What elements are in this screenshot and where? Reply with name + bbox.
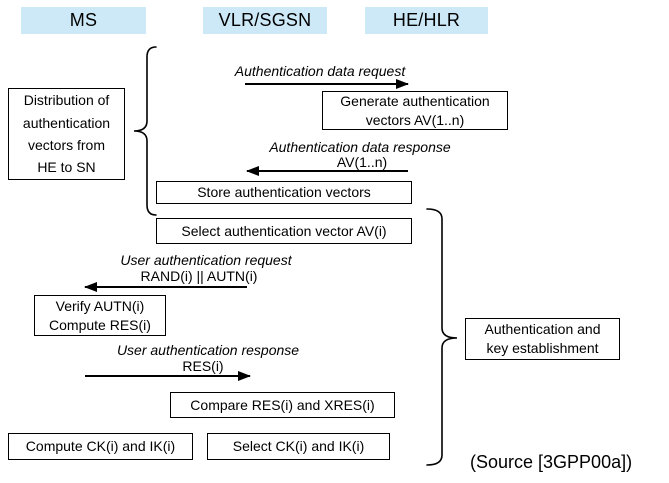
user-auth-request-param: RAND(i) || AUTN(i) [140, 268, 258, 284]
user-auth-request-label: User authentication request [120, 252, 292, 268]
auth-data-response-arrow [246, 165, 408, 176]
source-citation: (Source [3GPP00a]) [470, 452, 633, 472]
lane-header-vlr-sgsn: VLR/SGSN [203, 7, 327, 34]
compare-res-box: Compare RES(i) and XRES(i) [170, 392, 395, 418]
arrowhead-left-icon [246, 165, 259, 176]
user-auth-request-arrow [84, 281, 247, 292]
user-auth-response-arrow [85, 370, 251, 381]
arrowhead-right-icon [238, 370, 251, 381]
auth-data-response-param: AV(1..n) [336, 154, 388, 170]
user-auth-response-label: User authentication response [116, 342, 300, 358]
lane-header-he-hlr-label: HE/HLR [392, 10, 461, 30]
lane-header-he-hlr: HE/HLR [365, 7, 488, 34]
left-brace-icon [133, 46, 157, 216]
arrowhead-left-icon [84, 281, 97, 292]
auth-data-request-label: Authentication data request [234, 63, 406, 79]
lane-header-vlr-sgsn-label: VLR/SGSN [218, 10, 312, 30]
store-vectors-box: Store authentication vectors [156, 181, 412, 204]
distribution-phase-box: Distribution of authentication vectors f… [8, 88, 125, 180]
compute-ck-ik-box: Compute CK(i) and IK(i) [8, 433, 193, 460]
select-ck-ik-box: Select CK(i) and IK(i) [207, 433, 390, 460]
auth-data-response-label: Authentication data response [269, 139, 451, 155]
auth-data-request-arrow [245, 78, 409, 89]
select-vector-box: Select authentication vector AV(i) [156, 218, 412, 244]
right-brace-icon [426, 208, 458, 466]
verify-compute-box: Verify AUTN(i) Compute RES(i) [34, 295, 166, 336]
arrowhead-right-icon [396, 78, 409, 89]
lane-header-ms-label: MS [69, 10, 98, 30]
lane-header-ms: MS [21, 7, 146, 34]
auth-key-establishment-box: Authentication and key establishment [465, 318, 620, 360]
user-auth-response-param: RES(i) [182, 358, 224, 374]
generate-vectors-box: Generate authentication vectors AV(1..n) [322, 91, 508, 130]
